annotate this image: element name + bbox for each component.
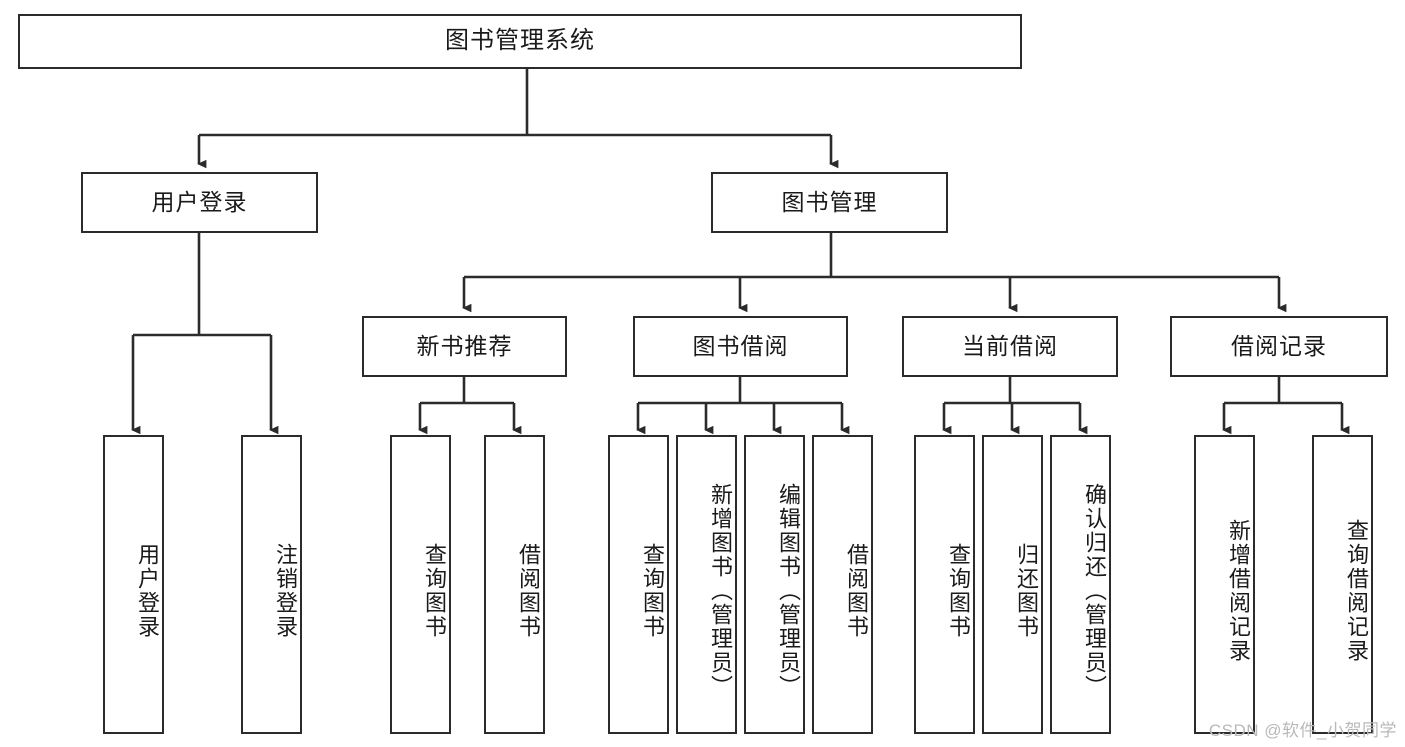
leaf-record-add-borrow-record[interactable]: 新增借阅记录 [1194, 435, 1255, 734]
node-book-borrow[interactable]: 图书借阅 [633, 316, 848, 377]
leaf-recommend-borrow-book[interactable]: 借阅图书 [484, 435, 545, 734]
leaf-label: 查询图书 [640, 542, 665, 639]
leaf-current-confirm-return-admin[interactable]: 确认归还（管理员） [1050, 435, 1111, 734]
leaf-label: 确认归还（管理员） [1082, 482, 1107, 699]
leaf-label: 注销登录 [273, 542, 298, 639]
leaf-label: 借阅图书 [516, 542, 541, 639]
node-borrow-record[interactable]: 借阅记录 [1170, 316, 1388, 377]
leaf-borrow-query-book[interactable]: 查询图书 [608, 435, 669, 734]
node-current-borrow[interactable]: 当前借阅 [902, 316, 1118, 377]
node-new-book-recommend[interactable]: 新书推荐 [362, 316, 567, 377]
leaf-current-query-book[interactable]: 查询图书 [914, 435, 975, 734]
leaf-recommend-query-book[interactable]: 查询图书 [390, 435, 451, 734]
leaf-record-query-borrow-record[interactable]: 查询借阅记录 [1312, 435, 1373, 734]
leaf-label: 查询图书 [946, 542, 971, 639]
node-user-login[interactable]: 用户登录 [81, 172, 318, 233]
leaf-current-return-book[interactable]: 归还图书 [982, 435, 1043, 734]
leaf-user-logout[interactable]: 注销登录 [241, 435, 302, 734]
leaf-label: 归还图书 [1014, 542, 1039, 639]
leaf-label: 用户登录 [135, 542, 160, 639]
leaf-borrow-edit-book-admin[interactable]: 编辑图书（管理员） [744, 435, 805, 734]
node-book-management[interactable]: 图书管理 [711, 172, 948, 233]
leaf-user-login[interactable]: 用户登录 [103, 435, 164, 734]
leaf-borrow-borrow-book[interactable]: 借阅图书 [812, 435, 873, 734]
leaf-label: 编辑图书（管理员） [776, 482, 801, 699]
leaf-label: 借阅图书 [844, 542, 869, 639]
leaf-label: 新增图书（管理员） [708, 482, 733, 699]
leaf-label: 查询图书 [422, 542, 447, 639]
watermark-text: CSDN @软件_小贺同学 [1208, 721, 1397, 740]
leaf-label: 查询借阅记录 [1344, 518, 1369, 663]
leaf-label: 新增借阅记录 [1226, 518, 1251, 663]
node-root-system[interactable]: 图书管理系统 [18, 14, 1022, 69]
leaf-borrow-add-book-admin[interactable]: 新增图书（管理员） [676, 435, 737, 734]
